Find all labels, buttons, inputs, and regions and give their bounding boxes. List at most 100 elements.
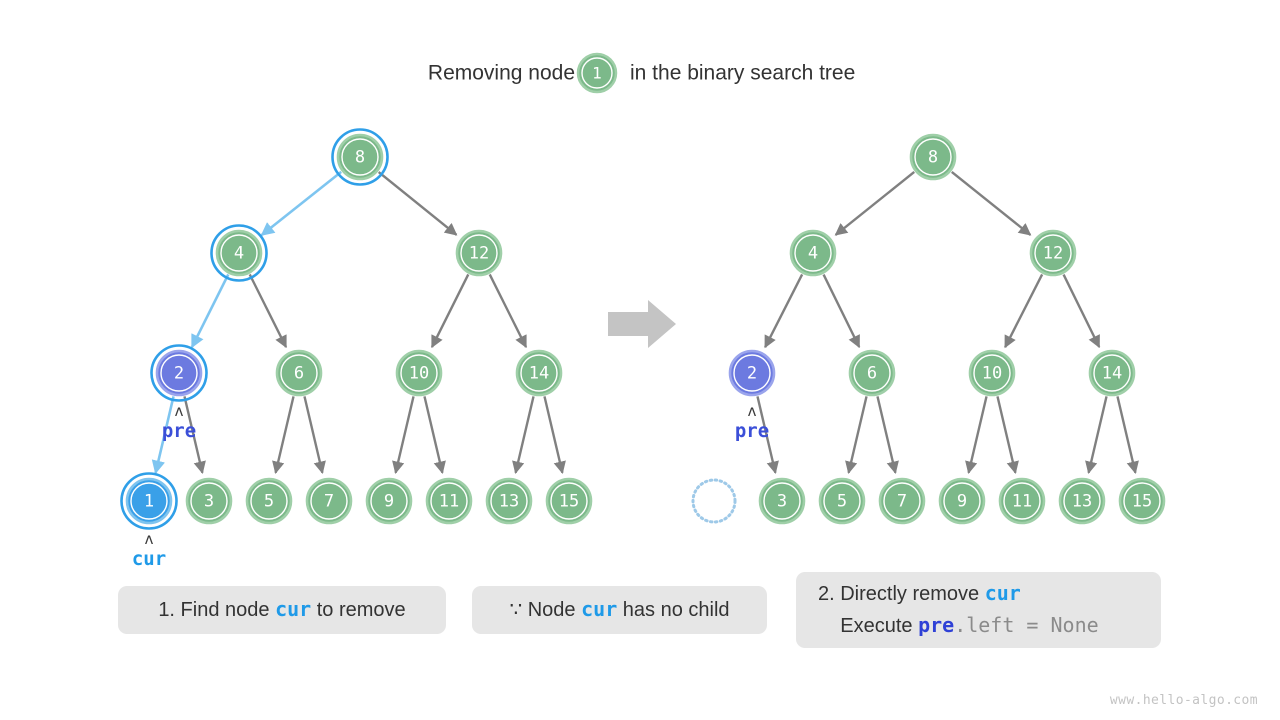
node-circle [878, 477, 926, 525]
tree-edge [430, 273, 470, 349]
removed-node-placeholder [691, 478, 737, 524]
caption-find-node: 1. Find node cur to remove [118, 586, 446, 634]
tree-node[interactable]: 1 [120, 472, 178, 530]
node-inner-ring [733, 354, 771, 392]
node-circle [789, 229, 837, 277]
tree-node[interactable]: 4 [210, 224, 268, 282]
tree-node[interactable]: 12 [1029, 229, 1077, 277]
pointer-caret-icon: ʌ [174, 402, 183, 420]
node-circle [275, 349, 323, 397]
node-circle [1029, 229, 1077, 277]
node-value: 15 [1132, 492, 1152, 512]
transition-arrow-icon [608, 300, 676, 348]
caption-directly-remove: 2. Directly remove cur Execute pre.left … [796, 572, 1161, 648]
tree-node[interactable]: 15 [545, 477, 593, 525]
node-circle [545, 477, 593, 525]
node-inner-ring [1123, 482, 1161, 520]
node-inner-ring [1003, 482, 1041, 520]
node-highlight-ring [210, 224, 268, 282]
tree-node[interactable]: 13 [485, 477, 533, 525]
tree-node[interactable]: 6 [275, 349, 323, 397]
tree-node[interactable]: 15 [1118, 477, 1166, 525]
keyword-cur: cur [984, 581, 1021, 605]
node-value: 7 [324, 492, 334, 512]
tree-edge [764, 273, 804, 349]
tree-node[interactable]: 12 [455, 229, 503, 277]
node-value: 15 [559, 492, 579, 512]
tree-node[interactable]: 7 [305, 477, 353, 525]
node-value: 5 [264, 492, 274, 512]
tree-node[interactable]: 14 [515, 349, 563, 397]
node-circle [998, 477, 1046, 525]
tree-node[interactable]: 5 [818, 477, 866, 525]
tree-edge [423, 396, 446, 474]
tree-edge [377, 171, 458, 236]
node-circle [245, 477, 293, 525]
caption-text: Execute [818, 615, 919, 637]
tree-node[interactable]: 2 [728, 349, 776, 397]
tree-edge [1116, 396, 1139, 474]
pointer-label: cur [132, 548, 166, 570]
node-circle [395, 349, 443, 397]
tree-edge [965, 396, 988, 474]
node-circle [818, 477, 866, 525]
tree-node[interactable]: 8 [909, 133, 957, 181]
title-node-badge [576, 52, 618, 94]
node-value: 10 [982, 364, 1002, 384]
node-highlight-ring [150, 344, 208, 402]
node-value: 14 [529, 364, 549, 384]
node-inner-ring [190, 482, 228, 520]
node-circle [515, 349, 563, 397]
tree-node[interactable]: 3 [758, 477, 806, 525]
node-value: 13 [499, 492, 519, 512]
node-circle [185, 477, 233, 525]
caption-text: ∵ Node [509, 599, 582, 621]
node-inner-ring [943, 482, 981, 520]
node-value: 12 [1043, 244, 1063, 264]
pointer-caret-icon: ʌ [747, 402, 756, 420]
tree-node[interactable]: 5 [245, 477, 293, 525]
node-value: 8 [928, 148, 938, 168]
tree-node[interactable]: 4 [789, 229, 837, 277]
tree-edge [1085, 396, 1108, 474]
node-value: 6 [867, 364, 877, 384]
transition-arrow [608, 300, 676, 348]
tree-node[interactable]: 9 [365, 477, 413, 525]
node-value: 9 [957, 492, 967, 512]
node-circle [968, 349, 1016, 397]
node-highlight-ring [331, 128, 389, 186]
node-value: 2 [174, 364, 184, 384]
node-value: 6 [294, 364, 304, 384]
tree-edge [1062, 274, 1101, 349]
tree-edge [1004, 273, 1044, 349]
node-circle [455, 229, 503, 277]
tree-node[interactable]: 7 [878, 477, 926, 525]
keyword-cur: cur [275, 597, 312, 621]
tree-node[interactable]: 11 [425, 477, 473, 525]
caption-text: 1. Find node [158, 599, 276, 621]
tree-node[interactable]: 8 [331, 128, 389, 186]
tree-node[interactable]: 14 [1088, 349, 1136, 397]
tree-node[interactable]: 9 [938, 477, 986, 525]
node-inner-ring [220, 234, 258, 272]
tree-edges [151, 170, 1139, 475]
tree-edge [756, 396, 779, 474]
node-highlight-ring [120, 472, 178, 530]
node-value: 8 [355, 148, 365, 168]
keyword-pre: pre [918, 613, 955, 637]
tree-edge [190, 273, 230, 349]
tree-node[interactable]: 2 [150, 344, 208, 402]
tree-node[interactable]: 10 [968, 349, 1016, 397]
tree-edge [151, 396, 175, 475]
tree-node[interactable]: 3 [185, 477, 233, 525]
tree-node[interactable]: 6 [848, 349, 896, 397]
tree-node[interactable]: 11 [998, 477, 1046, 525]
node-value: 3 [777, 492, 787, 512]
tree-edge [834, 171, 916, 236]
tree-node[interactable]: 10 [395, 349, 443, 397]
node-inner-ring [250, 482, 288, 520]
tree-node[interactable]: 13 [1058, 477, 1106, 525]
